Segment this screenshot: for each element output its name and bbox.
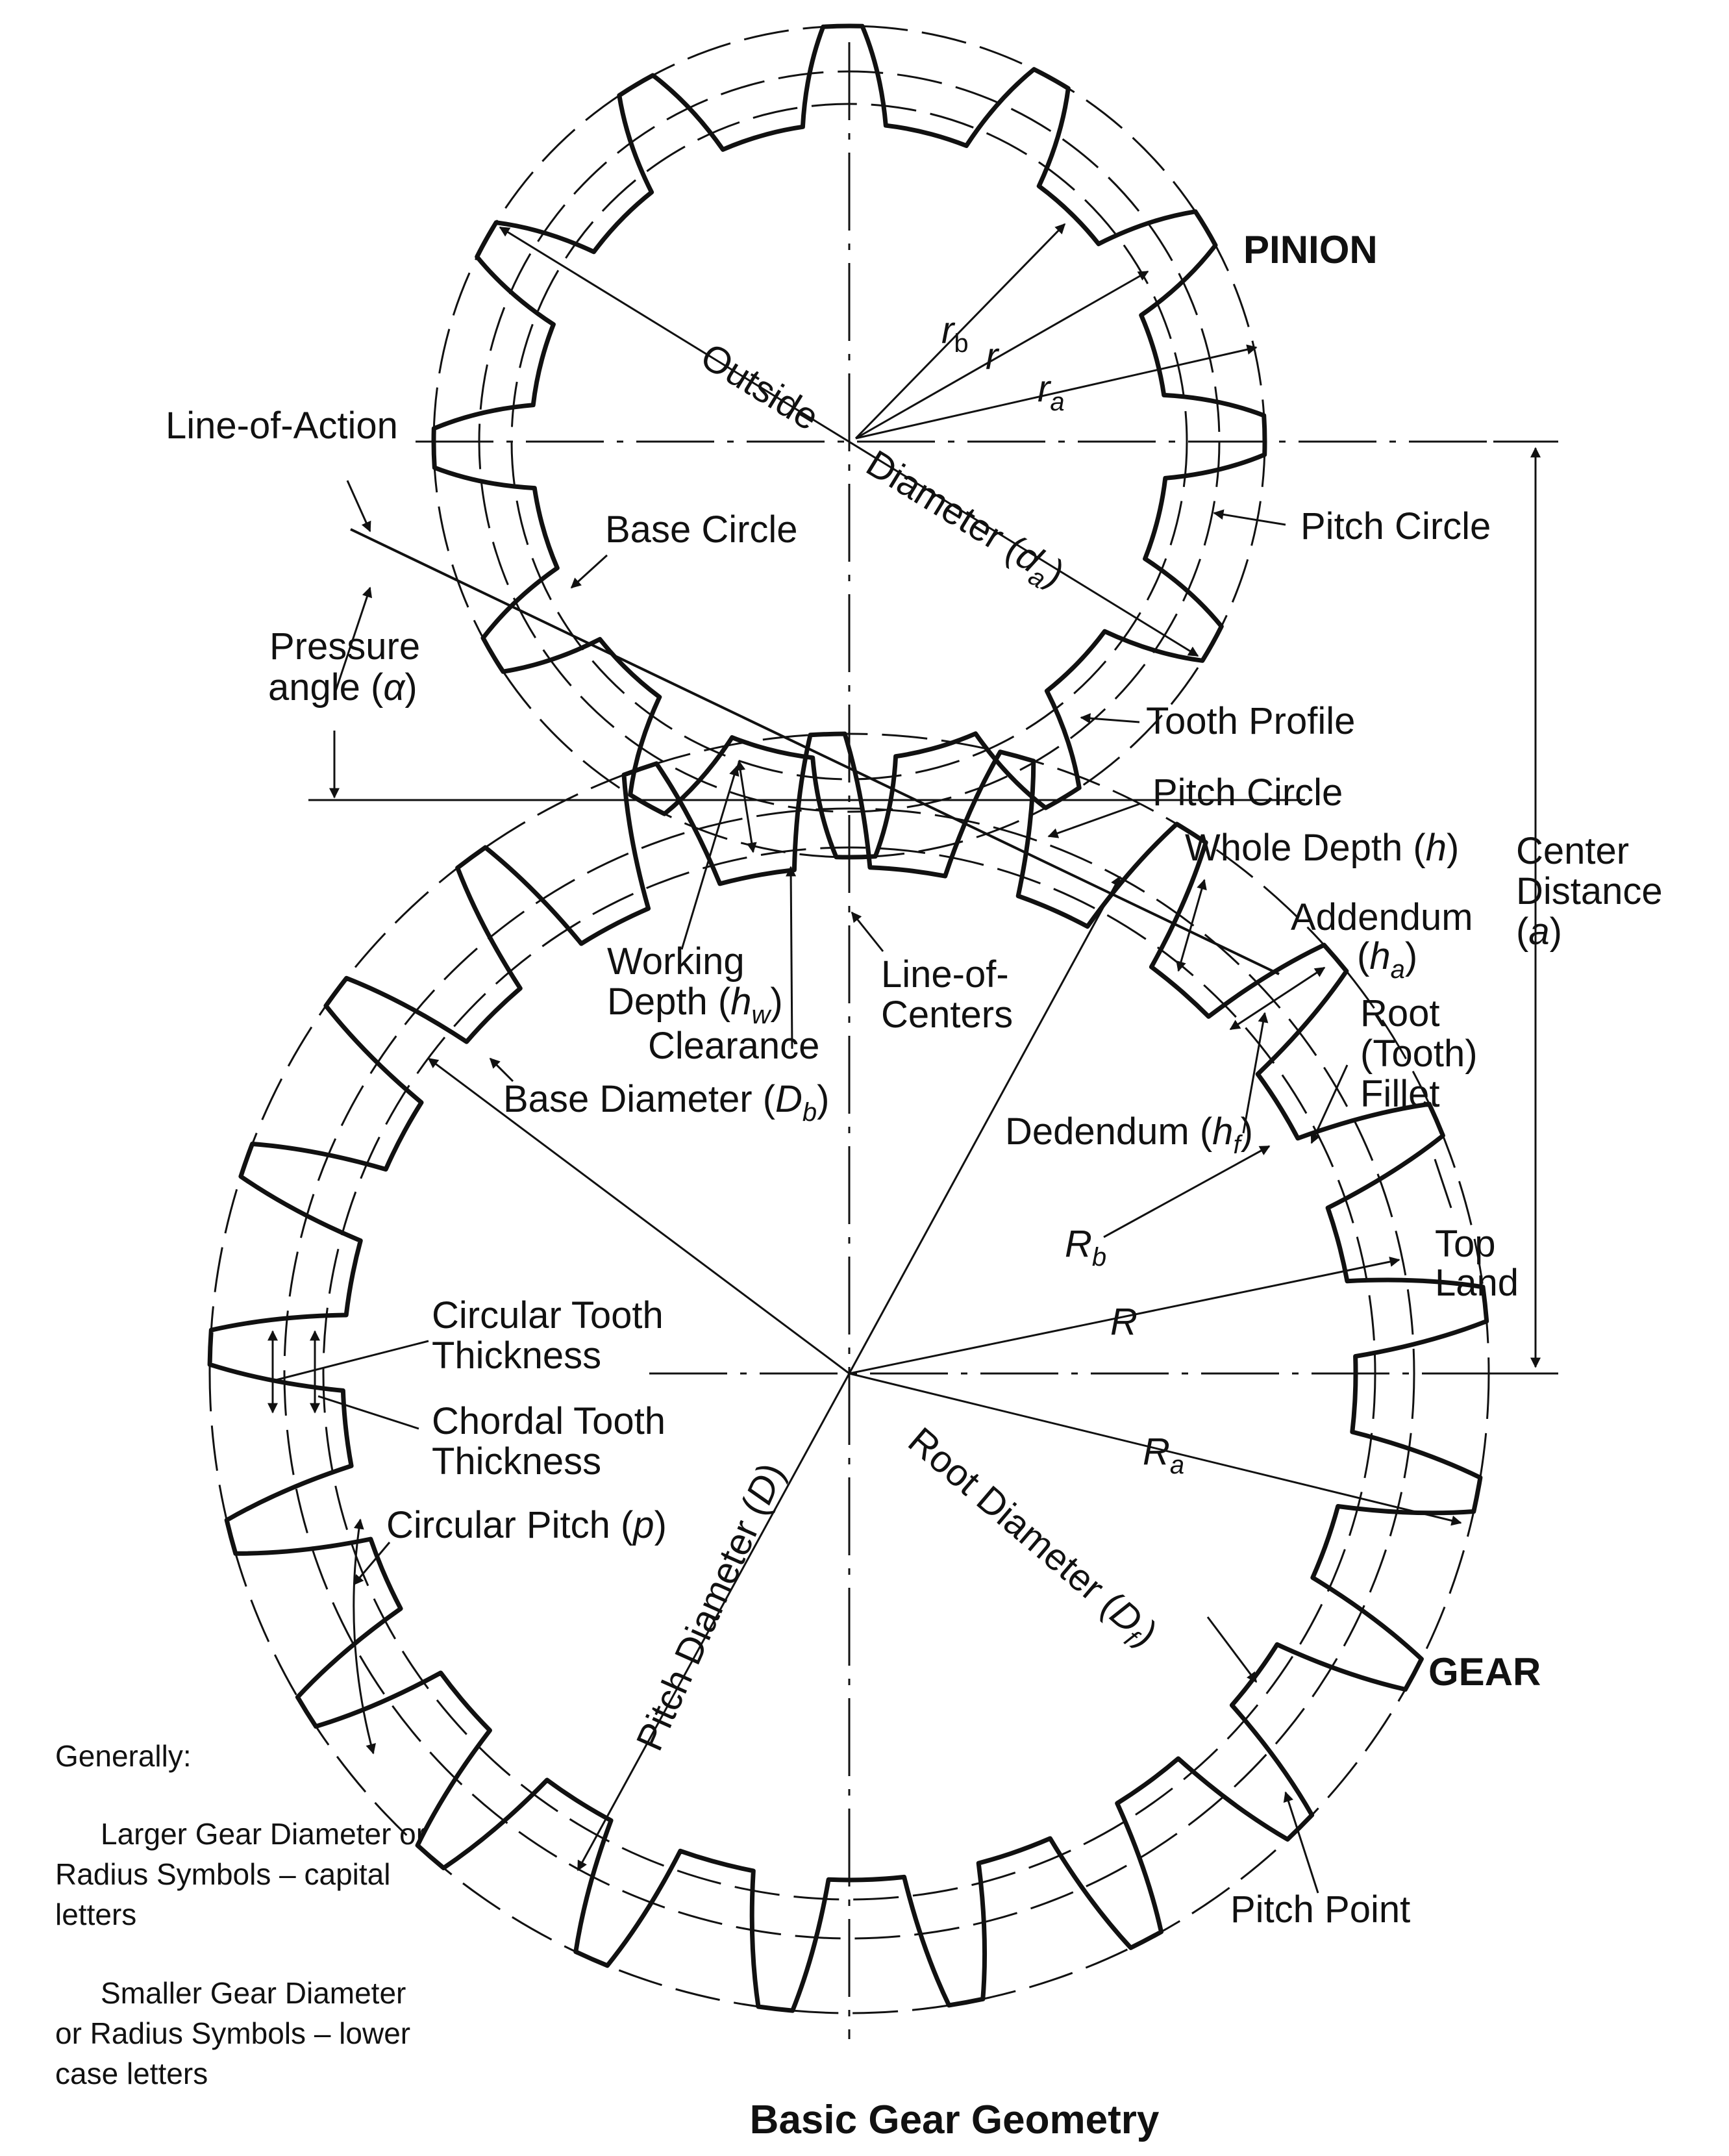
clearance-label: Clearance	[648, 1025, 819, 1067]
pressure-angle-label-line1: Pressure	[269, 625, 420, 668]
outside-diameter-label-diameter: Diameter (da)	[856, 442, 1072, 601]
top-land-label-line1: Top	[1435, 1223, 1496, 1265]
pressure-angle-label-line2: angle (α)	[268, 666, 417, 708]
working-depth-label-line2: Depth (hw)	[607, 981, 783, 1029]
note-para2-line2: or Radius Symbols – lower	[55, 2016, 410, 2050]
pinion-pitch-circle-leader	[1213, 509, 1286, 526]
labels: PINION GEAR Line-of-Action Pressure angl…	[166, 228, 1663, 1931]
tooth-profile-label: Tooth Profile	[1146, 700, 1355, 742]
R-a-arrow	[849, 1372, 1462, 1526]
circular-tooth-label-line2: Thickness	[432, 1335, 601, 1377]
circular-pitch-leader	[353, 1542, 391, 1586]
R-b-arrow	[1103, 1145, 1271, 1238]
circular-tooth-leader	[275, 1340, 429, 1381]
gear-pitch-circle-label: Pitch Circle	[1152, 771, 1343, 814]
root-diameter-label: Root Diameter (Df)	[896, 1419, 1165, 1659]
addendum-arrow	[1229, 966, 1326, 1031]
pinion-label: PINION	[1243, 228, 1378, 271]
pressure-angle-arrow-upper	[333, 586, 373, 696]
clearance-leader	[786, 866, 797, 1049]
pitch-diameter-arrow-lower	[577, 1373, 851, 1872]
gear-pitch-circle-leader	[1047, 803, 1140, 838]
addendum-label: Addendum	[1291, 896, 1473, 938]
gear-label: GEAR	[1428, 1650, 1541, 1694]
working-depth-arrow	[735, 760, 757, 853]
root-fillet-label-line3: Fillet	[1360, 1073, 1439, 1115]
r-arrow	[855, 270, 1149, 440]
dedendum-leader	[1242, 1012, 1269, 1134]
center-distance-label-line2: Distance	[1516, 870, 1663, 912]
r-a-arrow	[855, 344, 1258, 440]
R-a-label: Ra	[1143, 1431, 1184, 1479]
line-of-centers-label-line1: Line-of-	[881, 953, 1009, 996]
outside-diameter-label-outside: Outside	[693, 335, 826, 439]
pinion-pitch-circle-label: Pitch Circle	[1300, 505, 1491, 547]
figure-title: Basic Gear Geometry	[750, 2098, 1160, 2142]
line-of-centers-label-line2: Centers	[881, 994, 1013, 1036]
pitch-point-label: Pitch Point	[1230, 1888, 1410, 1931]
note-para1-line3: letters	[55, 1898, 136, 1931]
pitch-diameter-arrow-upper	[848, 875, 1121, 1374]
root-diameter-arrow	[1206, 1616, 1258, 1683]
base-circle-leader	[570, 554, 608, 589]
root-fillet-label-line1: Root	[1360, 992, 1440, 1034]
root-fillet-label-line2: (Tooth)	[1360, 1033, 1478, 1075]
base-circle-label: Base Circle	[605, 508, 798, 551]
pitch-diameter-label: Pitch Diameter (D)	[628, 1457, 792, 1757]
root-fillet-leader	[1310, 1064, 1349, 1144]
gear-tooth-outline	[207, 731, 1489, 2013]
working-depth-leader	[680, 765, 740, 950]
tooth-profile-leader	[1080, 713, 1140, 724]
top-land-label-line2: Land	[1435, 1262, 1519, 1304]
leaders	[267, 223, 1558, 1894]
pitch-point-leader	[1283, 1791, 1319, 1894]
circular-pitch-arc	[353, 1518, 376, 1755]
note-para1-line1: Larger Gear Diameter or	[101, 1817, 426, 1851]
r-b-label: rb	[941, 309, 969, 358]
pinion-diameter-line	[499, 226, 1199, 657]
circular-tooth-label-line1: Circular Tooth	[432, 1294, 664, 1336]
base-diameter-arrow	[427, 1057, 850, 1375]
r-a-label: ra	[1038, 368, 1065, 416]
center-distance-label-line1: Center	[1516, 830, 1629, 872]
line-of-action-label: Line-of-Action	[166, 405, 398, 447]
line-of-centers-leader	[851, 911, 884, 952]
note: Generally: Larger Gear Diameter or Radiu…	[55, 1739, 426, 2090]
base-diameter-leader	[489, 1057, 514, 1083]
circular-pitch-label: Circular Pitch (p)	[386, 1504, 667, 1546]
line-of-action	[350, 528, 1280, 975]
R-label: R	[1110, 1301, 1138, 1343]
line-of-action-leader	[346, 480, 371, 533]
note-heading: Generally:	[55, 1739, 192, 1773]
note-para1-line2: Radius Symbols – capital	[55, 1857, 390, 1891]
working-depth-label-line1: Working	[607, 940, 745, 983]
whole-depth-arrow	[1176, 879, 1207, 972]
chordal-tooth-label-line2: Thickness	[432, 1440, 601, 1483]
gear-pitch-circle	[283, 807, 1415, 1940]
chordal-tooth-label-line1: Chordal Tooth	[432, 1400, 665, 1442]
whole-depth-label: Whole Depth (h)	[1185, 827, 1459, 869]
r-label: r	[986, 335, 1000, 377]
base-diameter-label: Base Diameter (Db)	[503, 1078, 830, 1127]
note-para2-line1: Smaller Gear Diameter	[101, 1976, 406, 2010]
center-distance-label-line3: (a)	[1516, 910, 1562, 953]
chordal-tooth-leader	[317, 1395, 419, 1430]
dedendum-label: Dedendum (hf)	[1005, 1110, 1253, 1159]
R-b-label: Rb	[1065, 1223, 1106, 1272]
addendum-symbol-label: (ha)	[1357, 935, 1417, 984]
r-b-arrow	[854, 223, 1066, 440]
R-arrow	[849, 1257, 1400, 1375]
note-para2-line3: case letters	[55, 2057, 208, 2090]
top-land-leader	[1434, 1159, 1452, 1209]
